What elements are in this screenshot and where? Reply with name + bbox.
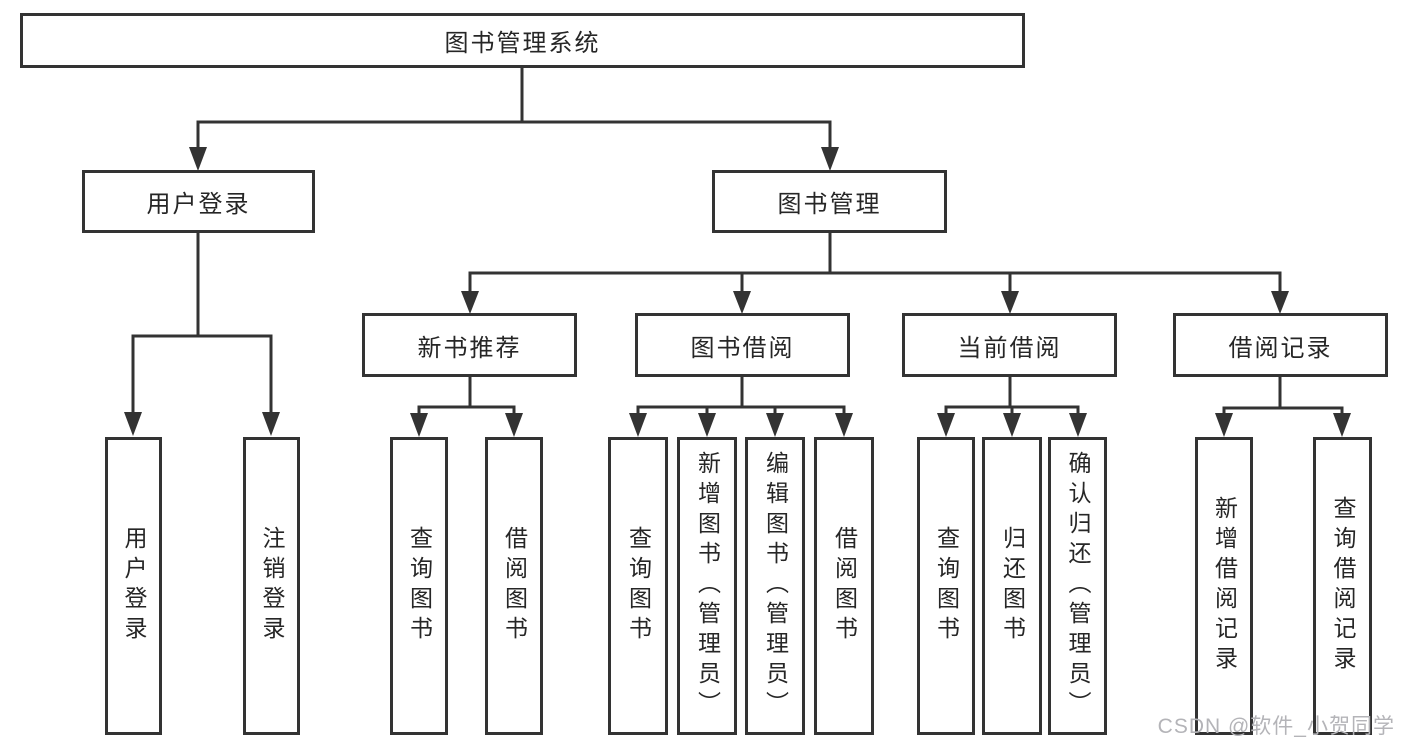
arrowhead-icon: [1215, 413, 1233, 437]
arrowhead-icon: [937, 413, 955, 437]
arrowhead-icon: [821, 147, 839, 171]
node-label: 查询图书: [406, 526, 433, 646]
arrowhead-icon: [124, 412, 142, 436]
arrowhead-icon: [1003, 413, 1021, 437]
leaf-borrow-books-2: 借阅图书: [814, 437, 874, 735]
node-user-login: 用户登录: [82, 170, 315, 233]
leaf-confirm-return-admin: 确认归还（管理员）: [1048, 437, 1107, 735]
leaf-query-books-1: 查询图书: [390, 437, 448, 735]
node-label: 注销登录: [259, 526, 285, 646]
arrowhead-icon: [733, 291, 751, 314]
connector: [1222, 406, 1344, 415]
node-label: 查询图书: [625, 526, 652, 646]
leaf-query-books-3: 查询图书: [917, 437, 975, 735]
arrowhead-icon: [461, 291, 479, 314]
node-label: 借阅图书: [501, 526, 528, 646]
node-label: 用户登录: [146, 191, 251, 218]
node-label: 借阅记录: [1228, 334, 1333, 362]
leaf-edit-book-admin: 编辑图书（管理员）: [745, 437, 805, 735]
arrowhead-icon: [835, 413, 853, 437]
arrowhead-icon: [1069, 413, 1087, 437]
node-label: 图书借阅: [690, 334, 795, 362]
node-label: 编辑图书（管理员）: [762, 451, 789, 721]
node-label: 查询借阅记录: [1330, 496, 1356, 676]
arrowhead-icon: [698, 413, 716, 437]
connector: [636, 405, 846, 415]
leaf-add-borrow-record: 新增借阅记录: [1195, 437, 1253, 735]
node-label: 归还图书: [999, 526, 1026, 646]
node-label: 查询图书: [933, 526, 960, 646]
connector: [131, 334, 273, 414]
arrowhead-icon: [262, 412, 280, 436]
connector: [468, 271, 1282, 293]
node-library-management-system: 图书管理系统: [20, 13, 1025, 68]
arrowhead-icon: [1271, 291, 1289, 314]
arrowhead-icon: [410, 413, 428, 437]
leaf-return-books: 归还图书: [982, 437, 1042, 735]
node-label: 确认归还（管理员）: [1065, 451, 1091, 721]
arrowhead-icon: [189, 147, 207, 171]
connector: [196, 120, 832, 150]
node-label: 新增借阅记录: [1211, 496, 1238, 676]
leaf-borrow-books-1: 借阅图书: [485, 437, 543, 735]
node-label: 新增图书（管理员）: [694, 451, 721, 721]
leaf-query-books-2: 查询图书: [608, 437, 668, 735]
leaf-logout: 注销登录: [243, 437, 300, 735]
node-borrowing-records: 借阅记录: [1173, 313, 1388, 377]
leaf-add-book-admin: 新增图书（管理员）: [677, 437, 737, 735]
node-current-borrowing: 当前借阅: [902, 313, 1117, 377]
leaf-user-login: 用户登录: [105, 437, 162, 735]
node-label: 用户登录: [121, 526, 147, 646]
node-label: 当前借阅: [957, 334, 1062, 362]
node-book-management: 图书管理: [712, 170, 947, 233]
arrowhead-icon: [1333, 413, 1351, 437]
arrowhead-icon: [629, 413, 647, 437]
node-new-book-recommend: 新书推荐: [362, 313, 577, 377]
node-label: 借阅图书: [831, 526, 858, 646]
node-label: 图书管理系统: [444, 30, 601, 57]
connector: [417, 405, 516, 415]
node-label: 图书管理: [777, 191, 882, 218]
node-book-borrowing: 图书借阅: [635, 313, 850, 377]
arrowhead-icon: [505, 413, 523, 437]
arrowhead-icon: [766, 413, 784, 437]
watermark: CSDN @软件_小贺同学: [1157, 715, 1395, 738]
node-label: 新书推荐: [417, 334, 522, 362]
arrowhead-icon: [1001, 291, 1019, 314]
leaf-query-borrow-record: 查询借阅记录: [1313, 437, 1372, 735]
